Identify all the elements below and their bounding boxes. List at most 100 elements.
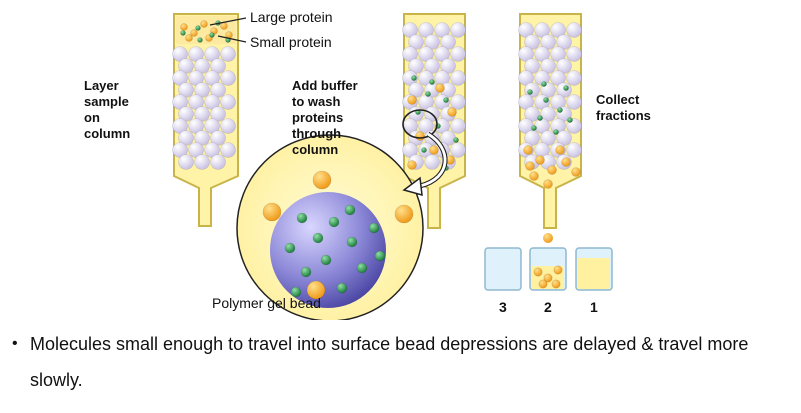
svg-text:to wash: to wash [292, 94, 340, 109]
bullet-point: • Molecules small enough to travel into … [8, 326, 793, 398]
large-protein [538, 279, 548, 289]
gel-bead [450, 46, 466, 62]
fraction-number-2: 2 [544, 299, 552, 315]
svg-text:proteins: proteins [292, 110, 343, 125]
gel-bead [566, 70, 582, 86]
small-protein [195, 25, 201, 31]
small-protein [531, 125, 537, 131]
small-protein [346, 236, 358, 248]
polymer-gel-bead-label: Polymer gel bead [212, 295, 321, 311]
step-collect-label: Collect fractions [596, 92, 651, 123]
small-protein [336, 282, 348, 294]
gel-filtration-diagram: Large protein Small protein Layer sample… [84, 9, 651, 320]
large-protein [555, 145, 565, 155]
large-protein [525, 161, 535, 171]
gel-bead [220, 70, 236, 86]
gel-bead [566, 22, 582, 38]
small-protein [300, 266, 312, 278]
large-protein-label: Large protein [250, 9, 333, 25]
large-protein [553, 265, 563, 275]
small-protein [543, 97, 549, 103]
small-protein [296, 212, 308, 224]
small-protein [553, 129, 559, 135]
small-protein [557, 107, 563, 113]
small-protein [527, 89, 533, 95]
large-protein [180, 23, 188, 31]
svg-text:sample: sample [84, 94, 129, 109]
column-2 [402, 13, 466, 229]
fraction-number-1: 1 [590, 299, 598, 315]
gel-bead [220, 94, 236, 110]
magnified-bead-bubble [236, 134, 424, 320]
large-protein [190, 29, 198, 37]
large-protein [535, 155, 545, 165]
svg-text:on: on [84, 110, 100, 125]
small-protein [421, 147, 427, 153]
gel-bead [178, 154, 194, 170]
gel-bead [194, 154, 210, 170]
gel-bead [210, 154, 226, 170]
large-protein [571, 167, 581, 177]
small-protein [537, 115, 543, 121]
large-protein [561, 157, 571, 167]
gel-bead [450, 70, 466, 86]
gel-bead [566, 142, 582, 158]
svg-text:Layer: Layer [84, 78, 119, 93]
large-protein [200, 20, 208, 28]
small-protein [290, 286, 302, 298]
small-protein [368, 222, 380, 234]
column-1 [172, 13, 239, 227]
small-protein [209, 32, 215, 38]
large-protein [220, 22, 228, 30]
step-buffer-label: Add buffer to wash proteins through colu… [292, 78, 358, 157]
bullet-icon: • [12, 335, 18, 352]
svg-text:column: column [84, 126, 130, 141]
svg-text:fractions: fractions [596, 108, 651, 123]
small-protein [356, 262, 368, 274]
small-protein [429, 79, 435, 85]
gel-bead [220, 142, 236, 158]
svg-text:Add buffer: Add buffer [292, 78, 358, 93]
large-protein [435, 83, 445, 93]
column-3 [518, 13, 582, 243]
large-protein [407, 95, 417, 105]
curved-arrow-icon [402, 131, 448, 197]
small-protein [312, 232, 324, 244]
svg-text:through: through [292, 126, 341, 141]
gel-bead [220, 118, 236, 134]
small-protein [563, 85, 569, 91]
large-protein [185, 34, 193, 42]
gel-bead [220, 46, 236, 62]
gel-bead [450, 94, 466, 110]
small-protein [197, 37, 203, 43]
small-protein [344, 204, 356, 216]
large-protein [523, 145, 533, 155]
large-protein [551, 279, 561, 289]
large-protein [394, 204, 414, 224]
svg-text:Collect: Collect [596, 92, 640, 107]
gel-bead [450, 22, 466, 38]
small-protein [180, 30, 186, 36]
small-protein [328, 216, 340, 228]
large-protein [529, 171, 539, 181]
large-protein [447, 107, 457, 117]
bullet-text: Molecules small enough to travel into su… [30, 334, 749, 390]
large-protein [543, 179, 553, 189]
fraction-tubes [484, 247, 613, 291]
large-protein [262, 202, 282, 222]
large-protein [415, 131, 425, 141]
gel-bead [566, 46, 582, 62]
small-protein [443, 97, 449, 103]
small-protein [567, 117, 573, 123]
large-protein [429, 145, 439, 155]
svg-text:column: column [292, 142, 338, 157]
small-protein [453, 137, 459, 143]
step-layer-label: Layer sample on column [84, 78, 130, 141]
large-protein [407, 160, 417, 170]
small-protein [284, 242, 296, 254]
gel-bead [450, 118, 466, 134]
large-protein [547, 165, 557, 175]
gel-bead [424, 154, 440, 170]
large-protein [533, 267, 543, 277]
gel-bead [450, 142, 466, 158]
